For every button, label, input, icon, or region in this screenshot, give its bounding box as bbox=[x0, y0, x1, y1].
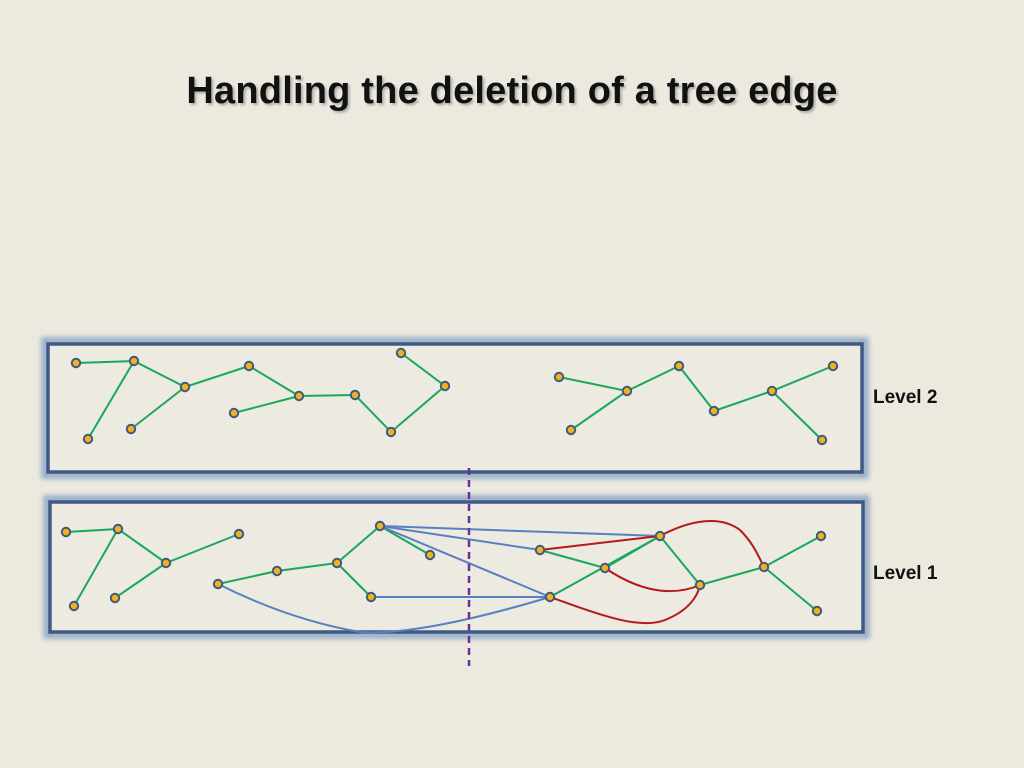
tree-edge-level2-r-t bbox=[771, 390, 823, 441]
non-tree-edge-j-m bbox=[379, 525, 541, 551]
tree-edge-level1-m-n bbox=[539, 549, 606, 569]
highlight-edge-n-q bbox=[604, 567, 701, 593]
highlight-edge-m-p bbox=[539, 535, 661, 551]
vertex-level2-a bbox=[70, 357, 82, 369]
tree-edge-level2-p-q bbox=[678, 365, 715, 412]
highlight-edge-p-r bbox=[659, 520, 765, 568]
non-tree-edge-j-p bbox=[379, 525, 661, 537]
tree-edge-level2-n-o bbox=[570, 390, 628, 431]
tree-edge-level2-b-c bbox=[87, 360, 135, 440]
vertex-level1-f bbox=[233, 528, 245, 540]
vertex-level2-n bbox=[621, 385, 633, 397]
vertex-level1-j bbox=[374, 520, 386, 532]
vertex-level2-g bbox=[228, 407, 240, 419]
vertex-level2-r bbox=[766, 385, 778, 397]
level-2-box bbox=[41, 337, 869, 479]
highlight-edge-o-q bbox=[549, 584, 701, 625]
non-tree-edge-j-o bbox=[379, 525, 551, 598]
tree-edge-level1-a-b bbox=[65, 528, 119, 533]
tree-edge-level1-d-f bbox=[165, 533, 240, 564]
vertex-level1-o bbox=[544, 591, 556, 603]
vertex-level2-f bbox=[243, 360, 255, 372]
tree-edge-level1-j-k bbox=[379, 525, 431, 556]
vertex-level2-d bbox=[179, 381, 191, 393]
vertex-level1-l bbox=[365, 591, 377, 603]
vertex-level1-m bbox=[534, 544, 546, 556]
vertex-level2-j bbox=[385, 426, 397, 438]
tree-edge-level2-a-b bbox=[75, 360, 135, 364]
vertex-level1-d bbox=[160, 557, 172, 569]
vertex-level2-q bbox=[708, 405, 720, 417]
vertex-level1-g bbox=[212, 578, 224, 590]
tree-edge-level1-i-l bbox=[336, 562, 372, 598]
tree-edge-level1-q-r bbox=[699, 566, 765, 586]
tree-edge-level1-p-q bbox=[659, 535, 701, 586]
vertex-level1-t bbox=[811, 605, 823, 617]
vertex-level2-e bbox=[125, 423, 137, 435]
tree-edge-level2-h-i bbox=[298, 394, 356, 397]
vertex-level2-b bbox=[128, 355, 140, 367]
tree-edge-level1-b-d bbox=[117, 528, 167, 564]
tree-edge-level1-i-j bbox=[336, 525, 381, 564]
vertex-level1-i bbox=[331, 557, 343, 569]
vertex-level2-t bbox=[816, 434, 828, 446]
vertex-level1-q bbox=[694, 579, 706, 591]
vertex-level2-o bbox=[565, 424, 577, 436]
tree-edge-level2-b-d bbox=[133, 360, 186, 388]
vertex-level1-n bbox=[599, 562, 611, 574]
vertex-level2-i bbox=[349, 389, 361, 401]
vertex-level1-h bbox=[271, 565, 283, 577]
tree-edge-level1-r-t bbox=[763, 566, 818, 612]
vertex-level1-a bbox=[60, 526, 72, 538]
vertex-level2-s bbox=[827, 360, 839, 372]
vertex-level1-s bbox=[815, 530, 827, 542]
vertex-level1-c bbox=[68, 600, 80, 612]
vertex-level2-m bbox=[553, 371, 565, 383]
tree-edge-level2-r-s bbox=[771, 365, 834, 392]
vertex-level1-p bbox=[654, 530, 666, 542]
vertex-level2-p bbox=[673, 360, 685, 372]
vertex-level1-e bbox=[109, 592, 121, 604]
tree-edge-level1-d-e bbox=[114, 562, 167, 599]
level-1-label: Level 1 bbox=[873, 563, 938, 584]
vertex-level2-h bbox=[293, 390, 305, 402]
tree-edge-level2-j-k bbox=[390, 385, 446, 433]
vertex-level2-k bbox=[439, 380, 451, 392]
tree-edge-level2-g-h bbox=[233, 395, 300, 414]
tree-edge-level2-f-h bbox=[248, 365, 300, 397]
slide-title: Handling the deletion of a tree edge bbox=[186, 70, 838, 112]
vertex-level2-l bbox=[395, 347, 407, 359]
tree-edge-level2-q-r bbox=[713, 390, 773, 412]
tree-edge-level1-g-h bbox=[217, 570, 278, 585]
vertex-level1-r bbox=[758, 561, 770, 573]
level-1-box bbox=[43, 495, 870, 639]
level-2-label: Level 2 bbox=[873, 387, 938, 408]
vertex-level1-b bbox=[112, 523, 124, 535]
vertex-level1-k bbox=[424, 549, 436, 561]
vertex-level2-c bbox=[82, 433, 94, 445]
tree-edge-level2-m-n bbox=[558, 376, 628, 392]
tree-edge-level1-b-c bbox=[73, 528, 119, 607]
tree-edge-level1-r-s bbox=[763, 535, 822, 568]
tree-edge-level2-k-l bbox=[400, 352, 446, 387]
tree-edge-level2-n-p bbox=[626, 365, 680, 392]
tree-edge-level2-d-e bbox=[130, 386, 186, 430]
tree-edge-level1-h-i bbox=[276, 562, 338, 572]
non-tree-edge-g-o bbox=[217, 583, 551, 634]
tree-edge-level2-i-j bbox=[354, 394, 392, 433]
tree-edge-level2-d-f bbox=[184, 365, 250, 388]
